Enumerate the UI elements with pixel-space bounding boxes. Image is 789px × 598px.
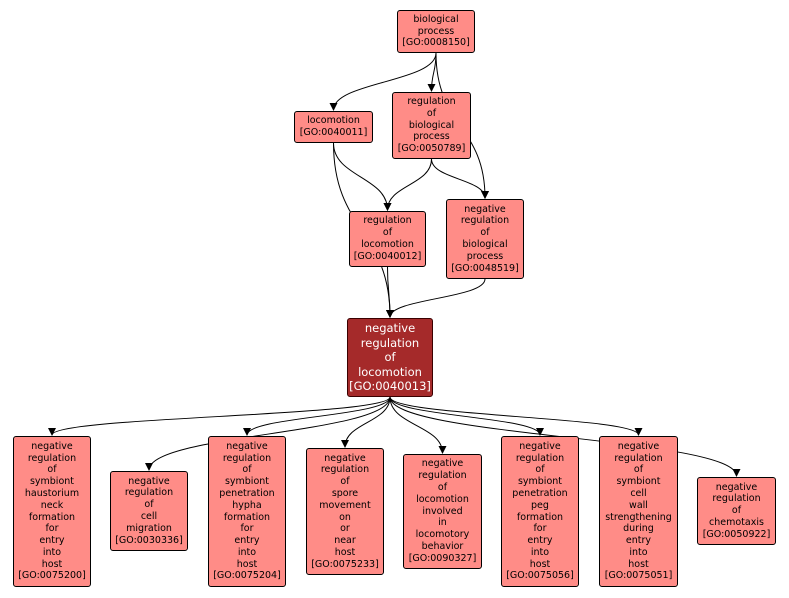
node-symbiont-haustorium-neck-formation[interactable]: negative regulation of symbiont haustori… bbox=[13, 436, 91, 587]
edge-biological_process-to-locomotion bbox=[329, 52, 437, 111]
node-chemotaxis[interactable]: negative regulation of chemotaxis [GO:00… bbox=[697, 477, 776, 545]
node-label: biological process [GO:0008150] bbox=[402, 13, 470, 49]
edge-negative_regulation_of_locomotion-to-cell_wall bbox=[389, 396, 643, 436]
edge-regulation_of_biological_process-to-negative_regulation_of_biological_process bbox=[431, 158, 489, 199]
node-symbiont-cell-wall-strengthening[interactable]: negative regulation of symbiont cell wal… bbox=[599, 436, 678, 587]
node-label: negative regulation of symbiont cell wal… bbox=[604, 440, 673, 582]
node-locomotion-involved-in-locomotory-behavior[interactable]: negative regulation of locomotion involv… bbox=[403, 454, 482, 569]
node-cell-migration[interactable]: negative regulation of cell migration [G… bbox=[110, 471, 188, 551]
edge-negative_regulation_of_locomotion-to-haustorium bbox=[48, 396, 391, 436]
edge-negative_regulation_of_locomotion-to-hypha bbox=[243, 396, 391, 436]
node-label: negative regulation of symbiont penetrat… bbox=[506, 440, 574, 582]
node-symbiont-penetration-hypha-formation[interactable]: negative regulation of symbiont penetrat… bbox=[208, 436, 286, 587]
node-label: negative regulation of locomotion involv… bbox=[408, 458, 477, 564]
node-negative-regulation-of-biological-process[interactable]: negative regulation of biological proces… bbox=[446, 199, 524, 279]
node-label: negative regulation of chemotaxis [GO:00… bbox=[702, 481, 771, 540]
node-spore-movement-on-or-near-host[interactable]: negative regulation of spore movement on… bbox=[306, 448, 384, 575]
node-label: locomotion [GO:0040011] bbox=[299, 115, 368, 138]
edge-negative_regulation_of_locomotion-to-cell_migration bbox=[145, 396, 391, 471]
edge-negative_regulation_of_locomotion-to-peg bbox=[389, 396, 544, 436]
node-regulation-of-locomotion[interactable]: regulation of locomotion [GO:0040012] bbox=[349, 211, 426, 267]
node-label: regulation of locomotion [GO:0040012] bbox=[353, 215, 422, 262]
node-negative-regulation-of-locomotion[interactable]: negative regulation of locomotion [GO:00… bbox=[347, 318, 433, 397]
node-label: negative regulation of cell migration [G… bbox=[115, 475, 183, 546]
node-symbiont-penetration-peg-formation[interactable]: negative regulation of symbiont penetrat… bbox=[501, 436, 579, 587]
edge-locomotion-to-regulation_of_locomotion bbox=[333, 142, 392, 211]
node-label: negative regulation of biological proces… bbox=[451, 203, 519, 274]
edge-negative_regulation_of_locomotion-to-spore bbox=[341, 396, 391, 448]
node-locomotion[interactable]: locomotion [GO:0040011] bbox=[294, 111, 373, 143]
node-regulation-of-biological-process[interactable]: regulation of biological process [GO:005… bbox=[392, 92, 471, 159]
edge-negative_regulation_of_locomotion-to-locomotory bbox=[389, 396, 447, 454]
node-biological-process[interactable]: biological process [GO:0008150] bbox=[397, 10, 475, 53]
node-label: negative regulation of locomotion [GO:00… bbox=[349, 321, 431, 394]
node-label: negative regulation of spore movement on… bbox=[311, 452, 379, 570]
node-label: regulation of biological process [GO:005… bbox=[397, 96, 466, 155]
edge-regulation_of_biological_process-to-regulation_of_locomotion bbox=[383, 158, 432, 211]
edge-negative_regulation_of_biological_process-to-negative_regulation_of_locomotion bbox=[386, 278, 486, 318]
edge-biological_process-to-regulation_of_biological_process bbox=[427, 52, 437, 92]
node-label: negative regulation of symbiont penetrat… bbox=[213, 440, 281, 582]
node-label: negative regulation of symbiont haustori… bbox=[18, 440, 86, 582]
